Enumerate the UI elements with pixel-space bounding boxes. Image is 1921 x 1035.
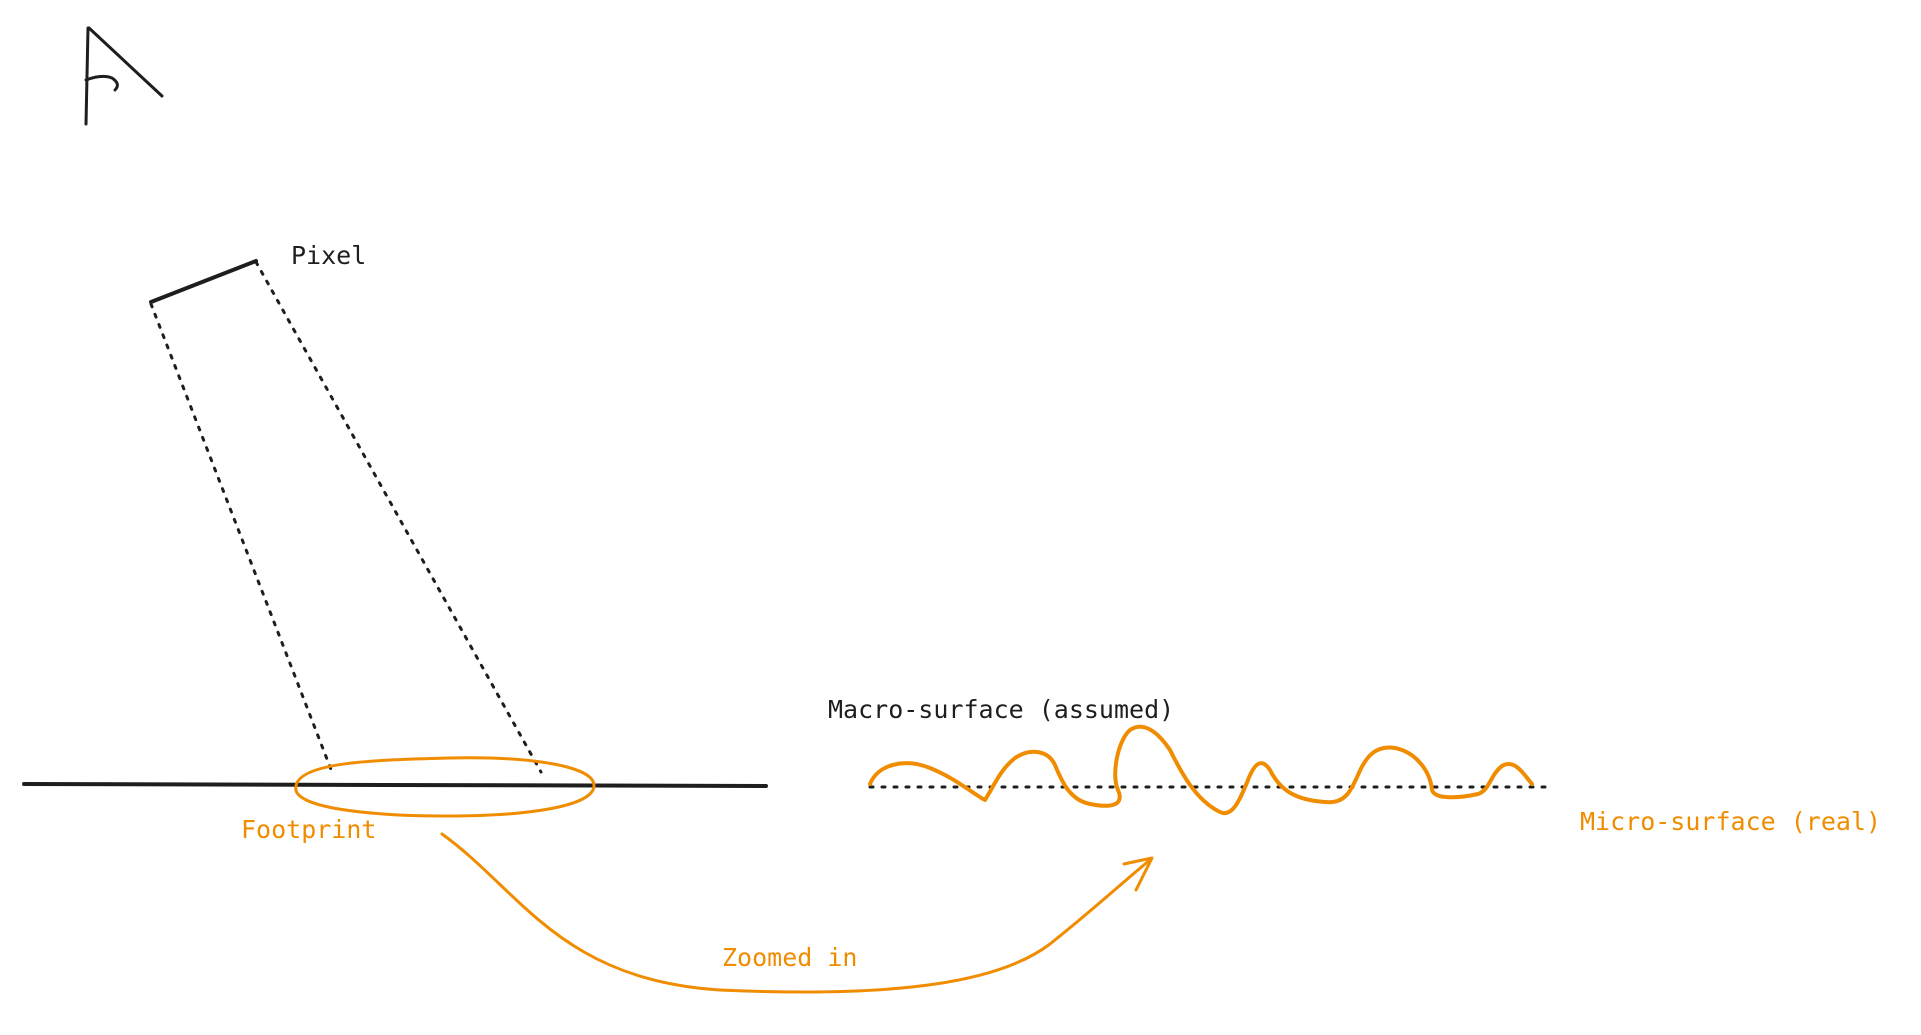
micro-surface-line (868, 724, 1534, 816)
micro-surface-label: Micro-surface (real) (1580, 807, 1881, 836)
pixel-label: Pixel (291, 241, 366, 270)
arrowhead-icon (1122, 856, 1154, 892)
projection-ray-right (254, 260, 543, 774)
eye-icon (84, 26, 164, 126)
projection-rays (149, 260, 543, 774)
macro-surface-label: Macro-surface (assumed) (828, 695, 1174, 724)
pixel-segment (149, 259, 258, 304)
footprint-label: Footprint (241, 815, 376, 844)
footprint-ellipse (294, 756, 596, 818)
zoom-arrow (440, 832, 1154, 994)
zoomed-in-label: Zoomed in (722, 943, 857, 972)
projection-ray-left (149, 302, 334, 774)
surface-line (22, 782, 768, 788)
